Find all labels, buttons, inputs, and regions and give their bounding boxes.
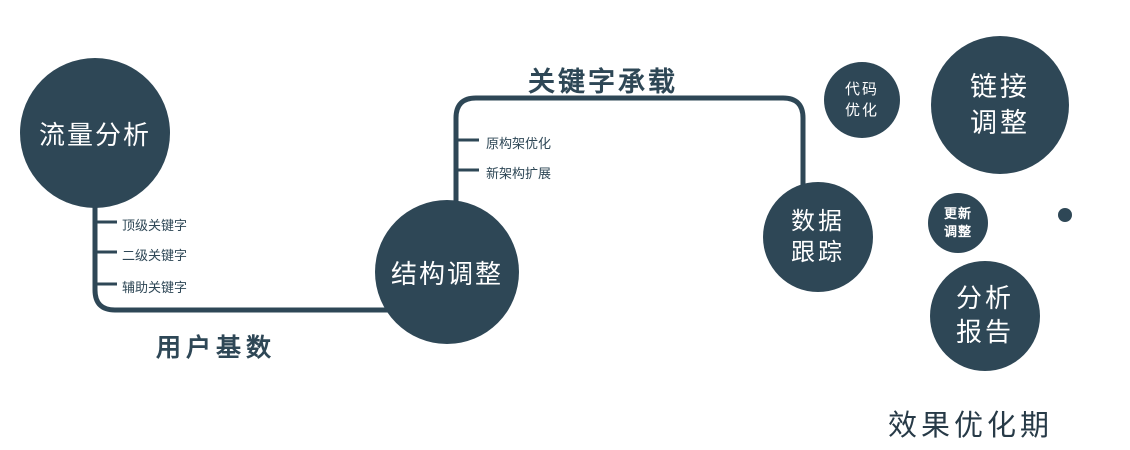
footer-phase-label: 效果优化期 bbox=[888, 410, 1054, 442]
node-code-optimization: 代码 优化 bbox=[824, 62, 900, 138]
connector-user-base-path bbox=[92, 200, 447, 313]
tick-label-secondary-keywords: 二级关键字 bbox=[122, 248, 188, 263]
edge-label-user-base: 用户基数 bbox=[156, 334, 277, 362]
tick-label-new-arch-expand: 新架构扩展 bbox=[486, 166, 552, 181]
tick-label-original-arch-opt: 原构架优化 bbox=[486, 136, 552, 151]
node-data-tracking: 数据 跟踪 bbox=[763, 182, 873, 292]
node-link-adjustment: 链接 调整 bbox=[931, 36, 1069, 174]
tick-marks-structure bbox=[456, 138, 479, 172]
tick-label-top-keywords: 顶级关键字 bbox=[122, 218, 188, 233]
edge-label-keyword-load: 关键字承载 bbox=[528, 67, 678, 97]
node-traffic-analysis: 流量分析 bbox=[20, 58, 170, 208]
dot-marker bbox=[1058, 208, 1072, 222]
tick-marks-traffic bbox=[95, 220, 117, 286]
node-structure-adjustment: 结构调整 bbox=[375, 200, 519, 344]
connector-keyword-load-path bbox=[453, 95, 806, 237]
tick-label-auxiliary-keywords: 辅助关键字 bbox=[122, 280, 188, 295]
node-update-adjustment: 更新 调整 bbox=[928, 193, 988, 253]
node-analysis-report: 分析 报告 bbox=[930, 261, 1040, 371]
